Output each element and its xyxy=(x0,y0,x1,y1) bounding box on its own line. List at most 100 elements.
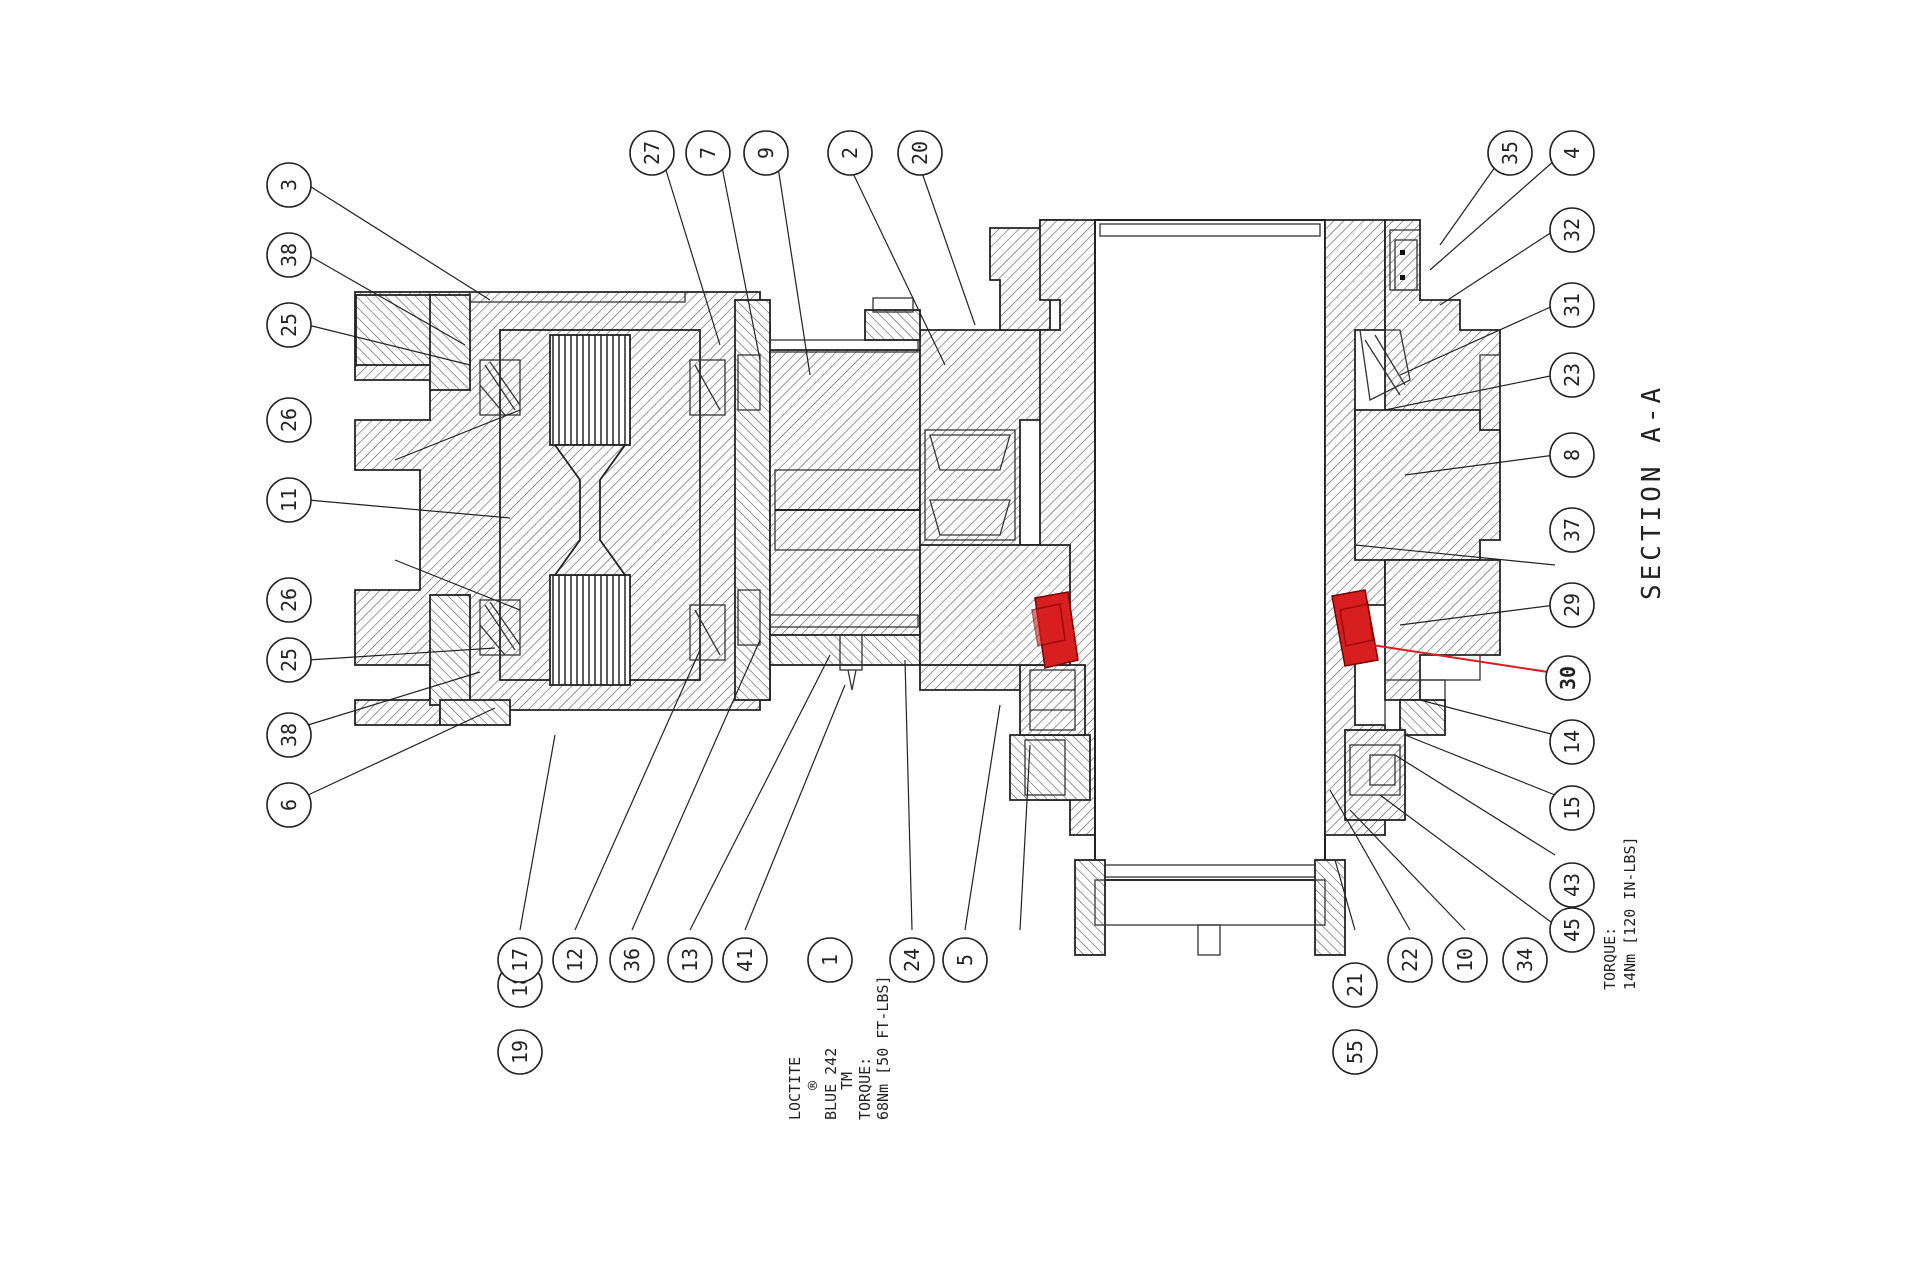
callout-20: 20 xyxy=(897,130,943,176)
callout-label: 13 xyxy=(678,948,702,972)
callout-14: 14 xyxy=(1549,719,1595,765)
callout-22: 22 xyxy=(1387,937,1433,983)
loctite-line-4: TM xyxy=(838,1072,856,1090)
callout-label: 14 xyxy=(1560,730,1584,754)
callout-10: 10 xyxy=(1442,937,1488,983)
callout-55: 55 xyxy=(1332,1029,1378,1075)
callout-36: 36 xyxy=(609,937,655,983)
upper-bearing-left xyxy=(479,359,521,416)
callout-26: 26 xyxy=(266,577,312,623)
leader-lines xyxy=(307,159,1556,931)
callout-label: 2 xyxy=(838,147,862,159)
callout-label: 22 xyxy=(1398,948,1422,972)
callout-19: 19 xyxy=(497,1029,543,1075)
callout-label: 12 xyxy=(563,948,587,972)
callout-label: 26 xyxy=(277,408,301,432)
callout-label: 25 xyxy=(277,313,301,337)
callout-21: 21 xyxy=(1332,962,1378,1008)
callout-8: 8 xyxy=(1549,432,1595,478)
callout-5: 5 xyxy=(942,937,988,983)
callout-31: 31 xyxy=(1549,282,1595,328)
callout-45: 45 xyxy=(1549,907,1595,953)
callout-12: 12 xyxy=(552,937,598,983)
callout-15: 15 xyxy=(1549,785,1595,831)
callout-label: 32 xyxy=(1560,218,1584,242)
torque-line-2: 14Nm [120 IN-LBS] xyxy=(1621,836,1639,990)
callout-label: 26 xyxy=(277,588,301,612)
planet-gear-upper xyxy=(549,334,631,446)
callout-27: 27 xyxy=(629,130,675,176)
callout-13: 13 xyxy=(667,937,713,983)
callout-41: 41 xyxy=(722,937,768,983)
callout-label: 5 xyxy=(953,954,977,966)
callout-17: 17 xyxy=(497,937,543,983)
callout-label: 36 xyxy=(620,948,644,972)
callout-label: 7 xyxy=(696,147,720,159)
callout-26: 26 xyxy=(266,397,312,443)
loctite-line-1: LOCTITE xyxy=(786,1057,804,1120)
callout-label: 30 xyxy=(1556,666,1580,690)
torque-line-1: TORQUE: xyxy=(1601,927,1619,990)
callout-label: 29 xyxy=(1560,593,1584,617)
planet-gear-lower xyxy=(549,574,631,686)
callout-label: 43 xyxy=(1560,873,1584,897)
callout-23: 23 xyxy=(1549,352,1595,398)
callout-32: 32 xyxy=(1549,207,1595,253)
callout-label: 9 xyxy=(754,147,778,159)
callout-37: 37 xyxy=(1549,507,1595,553)
right-assembly xyxy=(919,219,1501,956)
callout-30: 30 xyxy=(1545,655,1591,701)
callout-label: 45 xyxy=(1560,918,1584,942)
callout-11: 11 xyxy=(266,477,312,523)
callout-1: 1 xyxy=(807,937,853,983)
callout-25: 25 xyxy=(266,637,312,683)
callout-label: 34 xyxy=(1513,948,1537,972)
loctite-line-6: 68Nm [50 FT-LBS] xyxy=(874,976,892,1121)
callout-label: 38 xyxy=(277,723,301,747)
callout-label: 41 xyxy=(733,948,757,972)
callout-label: 55 xyxy=(1343,1040,1367,1064)
callout-label: 31 xyxy=(1560,293,1584,317)
callout-25: 25 xyxy=(266,302,312,348)
callout-bubbles: 3 38 25 26 11 26 25 38 6 27 7 9 2 20 35 4 32 31 23 8 37 29 30 1… xyxy=(266,130,1595,1075)
callout-label: 6 xyxy=(277,799,301,811)
section-title: SECTION A-A xyxy=(1637,384,1667,600)
callout-38: 38 xyxy=(266,712,312,758)
callout-3: 3 xyxy=(266,162,312,208)
callout-43: 43 xyxy=(1549,862,1595,908)
callout-6: 6 xyxy=(266,782,312,828)
callout-35: 35 xyxy=(1487,130,1533,176)
callout-label: 20 xyxy=(908,141,932,165)
loctite-line-2: ® xyxy=(804,1080,822,1090)
callout-label: 8 xyxy=(1560,449,1584,461)
callout-label: 4 xyxy=(1560,147,1584,159)
callout-label: 11 xyxy=(277,488,301,512)
callout-label: 37 xyxy=(1560,518,1584,542)
callout-label: 19 xyxy=(508,1040,532,1064)
callout-34: 34 xyxy=(1502,937,1548,983)
callout-label: 23 xyxy=(1560,363,1584,387)
section-title-text: SECTION A-A xyxy=(1637,384,1667,600)
callout-label: 17 xyxy=(508,948,532,972)
callout-label: 35 xyxy=(1498,141,1522,165)
callout-label: 38 xyxy=(277,243,301,267)
callout-29: 29 xyxy=(1549,582,1595,628)
torque-note-right: TORQUE: 14Nm [120 IN-LBS] xyxy=(1601,836,1639,990)
loctite-line-3: BLUE 242 xyxy=(822,1048,840,1120)
part-30-highlight xyxy=(1031,589,1549,673)
callout-9: 9 xyxy=(743,130,789,176)
callout-label: 3 xyxy=(277,179,301,191)
callout-label: 27 xyxy=(640,141,664,165)
callout-label: 10 xyxy=(1453,948,1477,972)
left-housing xyxy=(354,291,771,726)
callout-label: 25 xyxy=(277,648,301,672)
lower-bearing-left xyxy=(479,599,521,656)
callout-24: 24 xyxy=(889,937,935,983)
callout-label: 24 xyxy=(900,948,924,972)
callout-label: 15 xyxy=(1560,796,1584,820)
loctite-note: LOCTITE ® BLUE 242 TM TORQUE: 68Nm [50 F… xyxy=(786,976,892,1121)
callout-label: 1 xyxy=(818,954,842,966)
callout-4: 4 xyxy=(1549,130,1595,176)
loctite-line-5: TORQUE: xyxy=(856,1057,874,1120)
